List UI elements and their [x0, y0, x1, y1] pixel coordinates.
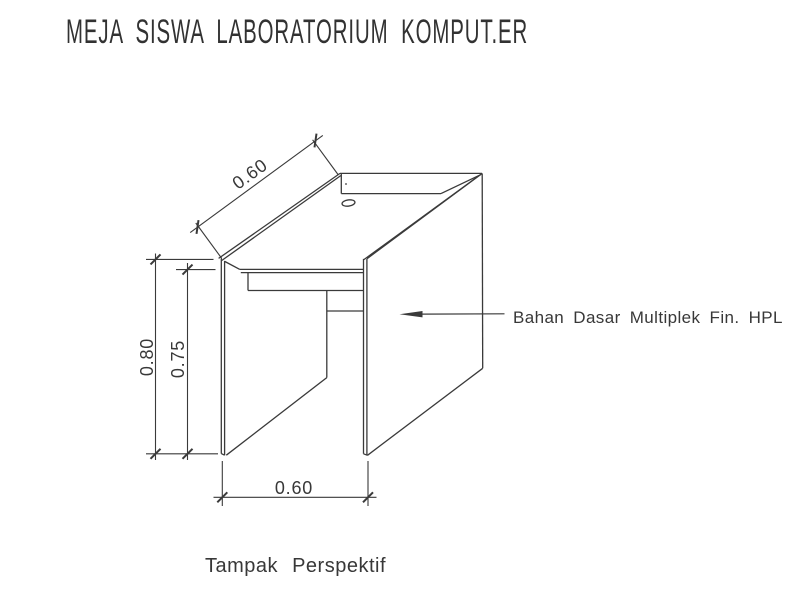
material-note: Bahan Dasar Multiplek Fin. HPL: [513, 308, 783, 327]
view-caption: Tampak Perspektif: [205, 555, 387, 577]
dimension-label-width: 0.60: [274, 478, 314, 498]
dimension-top-depth: [189, 133, 339, 259]
leader-arrowhead: [399, 311, 423, 318]
material-leader: [399, 311, 505, 318]
dimension-label-overall-height: 0.80: [137, 337, 157, 377]
cable-grommet-hole: [341, 199, 356, 207]
rim-dot: [345, 183, 347, 185]
dimension-label-desktop-height: 0.75: [167, 339, 188, 378]
desk-outline: [218, 172, 484, 456]
dimension-bottom-width: [213, 461, 377, 506]
dimension-heights: [146, 253, 218, 460]
drawing-title: MEJA SISWA LABORATORIUM KOMPUT.ER: [66, 13, 529, 51]
